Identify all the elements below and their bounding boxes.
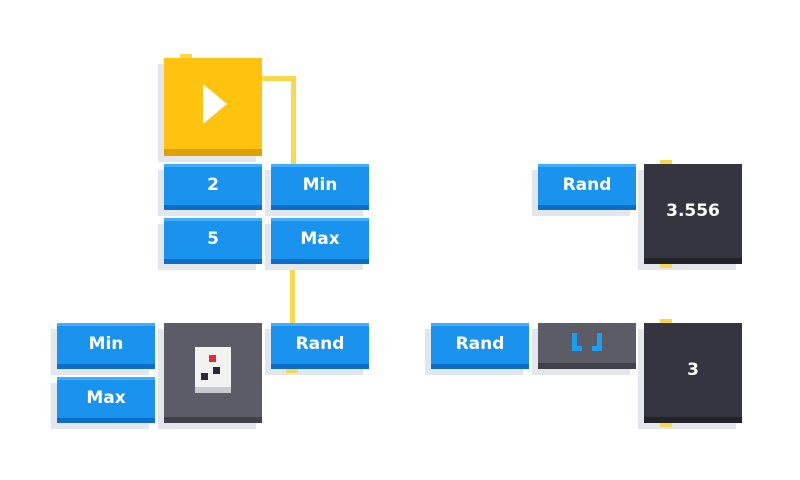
tile-highlight — [164, 164, 262, 167]
max-tile-top[interactable]: Max — [271, 218, 369, 264]
output-int-display: 3 — [644, 323, 742, 423]
play-port — [180, 54, 192, 58]
wire-play-right — [262, 76, 296, 81]
max-tile-left[interactable]: Max — [57, 377, 155, 423]
tile-highlight — [164, 218, 262, 221]
play-icon — [203, 84, 227, 124]
output-float-port-top — [660, 160, 672, 164]
tile-highlight — [271, 218, 369, 221]
tile-highlight — [57, 323, 155, 326]
rand-tile-top-right[interactable]: Rand — [538, 164, 636, 210]
tile-highlight — [431, 323, 529, 326]
rand-middle-port — [286, 369, 298, 373]
output-int-port-bottom — [660, 423, 672, 427]
min-tile-left[interactable]: Min — [57, 323, 155, 369]
tile-highlight — [271, 164, 369, 167]
tile-highlight — [57, 377, 155, 380]
rand-tile-middle[interactable]: Rand — [271, 323, 369, 369]
value-tile-2[interactable]: 2 — [164, 164, 262, 210]
wire-play-down — [291, 76, 296, 166]
output-float-display: 3.556 — [644, 164, 742, 264]
dice-block[interactable] — [164, 323, 262, 423]
play-block[interactable] — [164, 58, 262, 156]
floor-block[interactable] — [538, 323, 636, 369]
floor-icon — [572, 333, 602, 351]
dice-icon — [195, 347, 231, 393]
tile-highlight — [538, 164, 636, 167]
tile-highlight — [271, 323, 369, 326]
min-tile-top[interactable]: Min — [271, 164, 369, 210]
output-int-port-top — [660, 319, 672, 323]
output-float-port-bottom — [660, 264, 672, 268]
value-tile-5[interactable]: 5 — [164, 218, 262, 264]
wire-max-rand — [290, 266, 295, 324]
rand-tile-bottom-right[interactable]: Rand — [431, 323, 529, 369]
